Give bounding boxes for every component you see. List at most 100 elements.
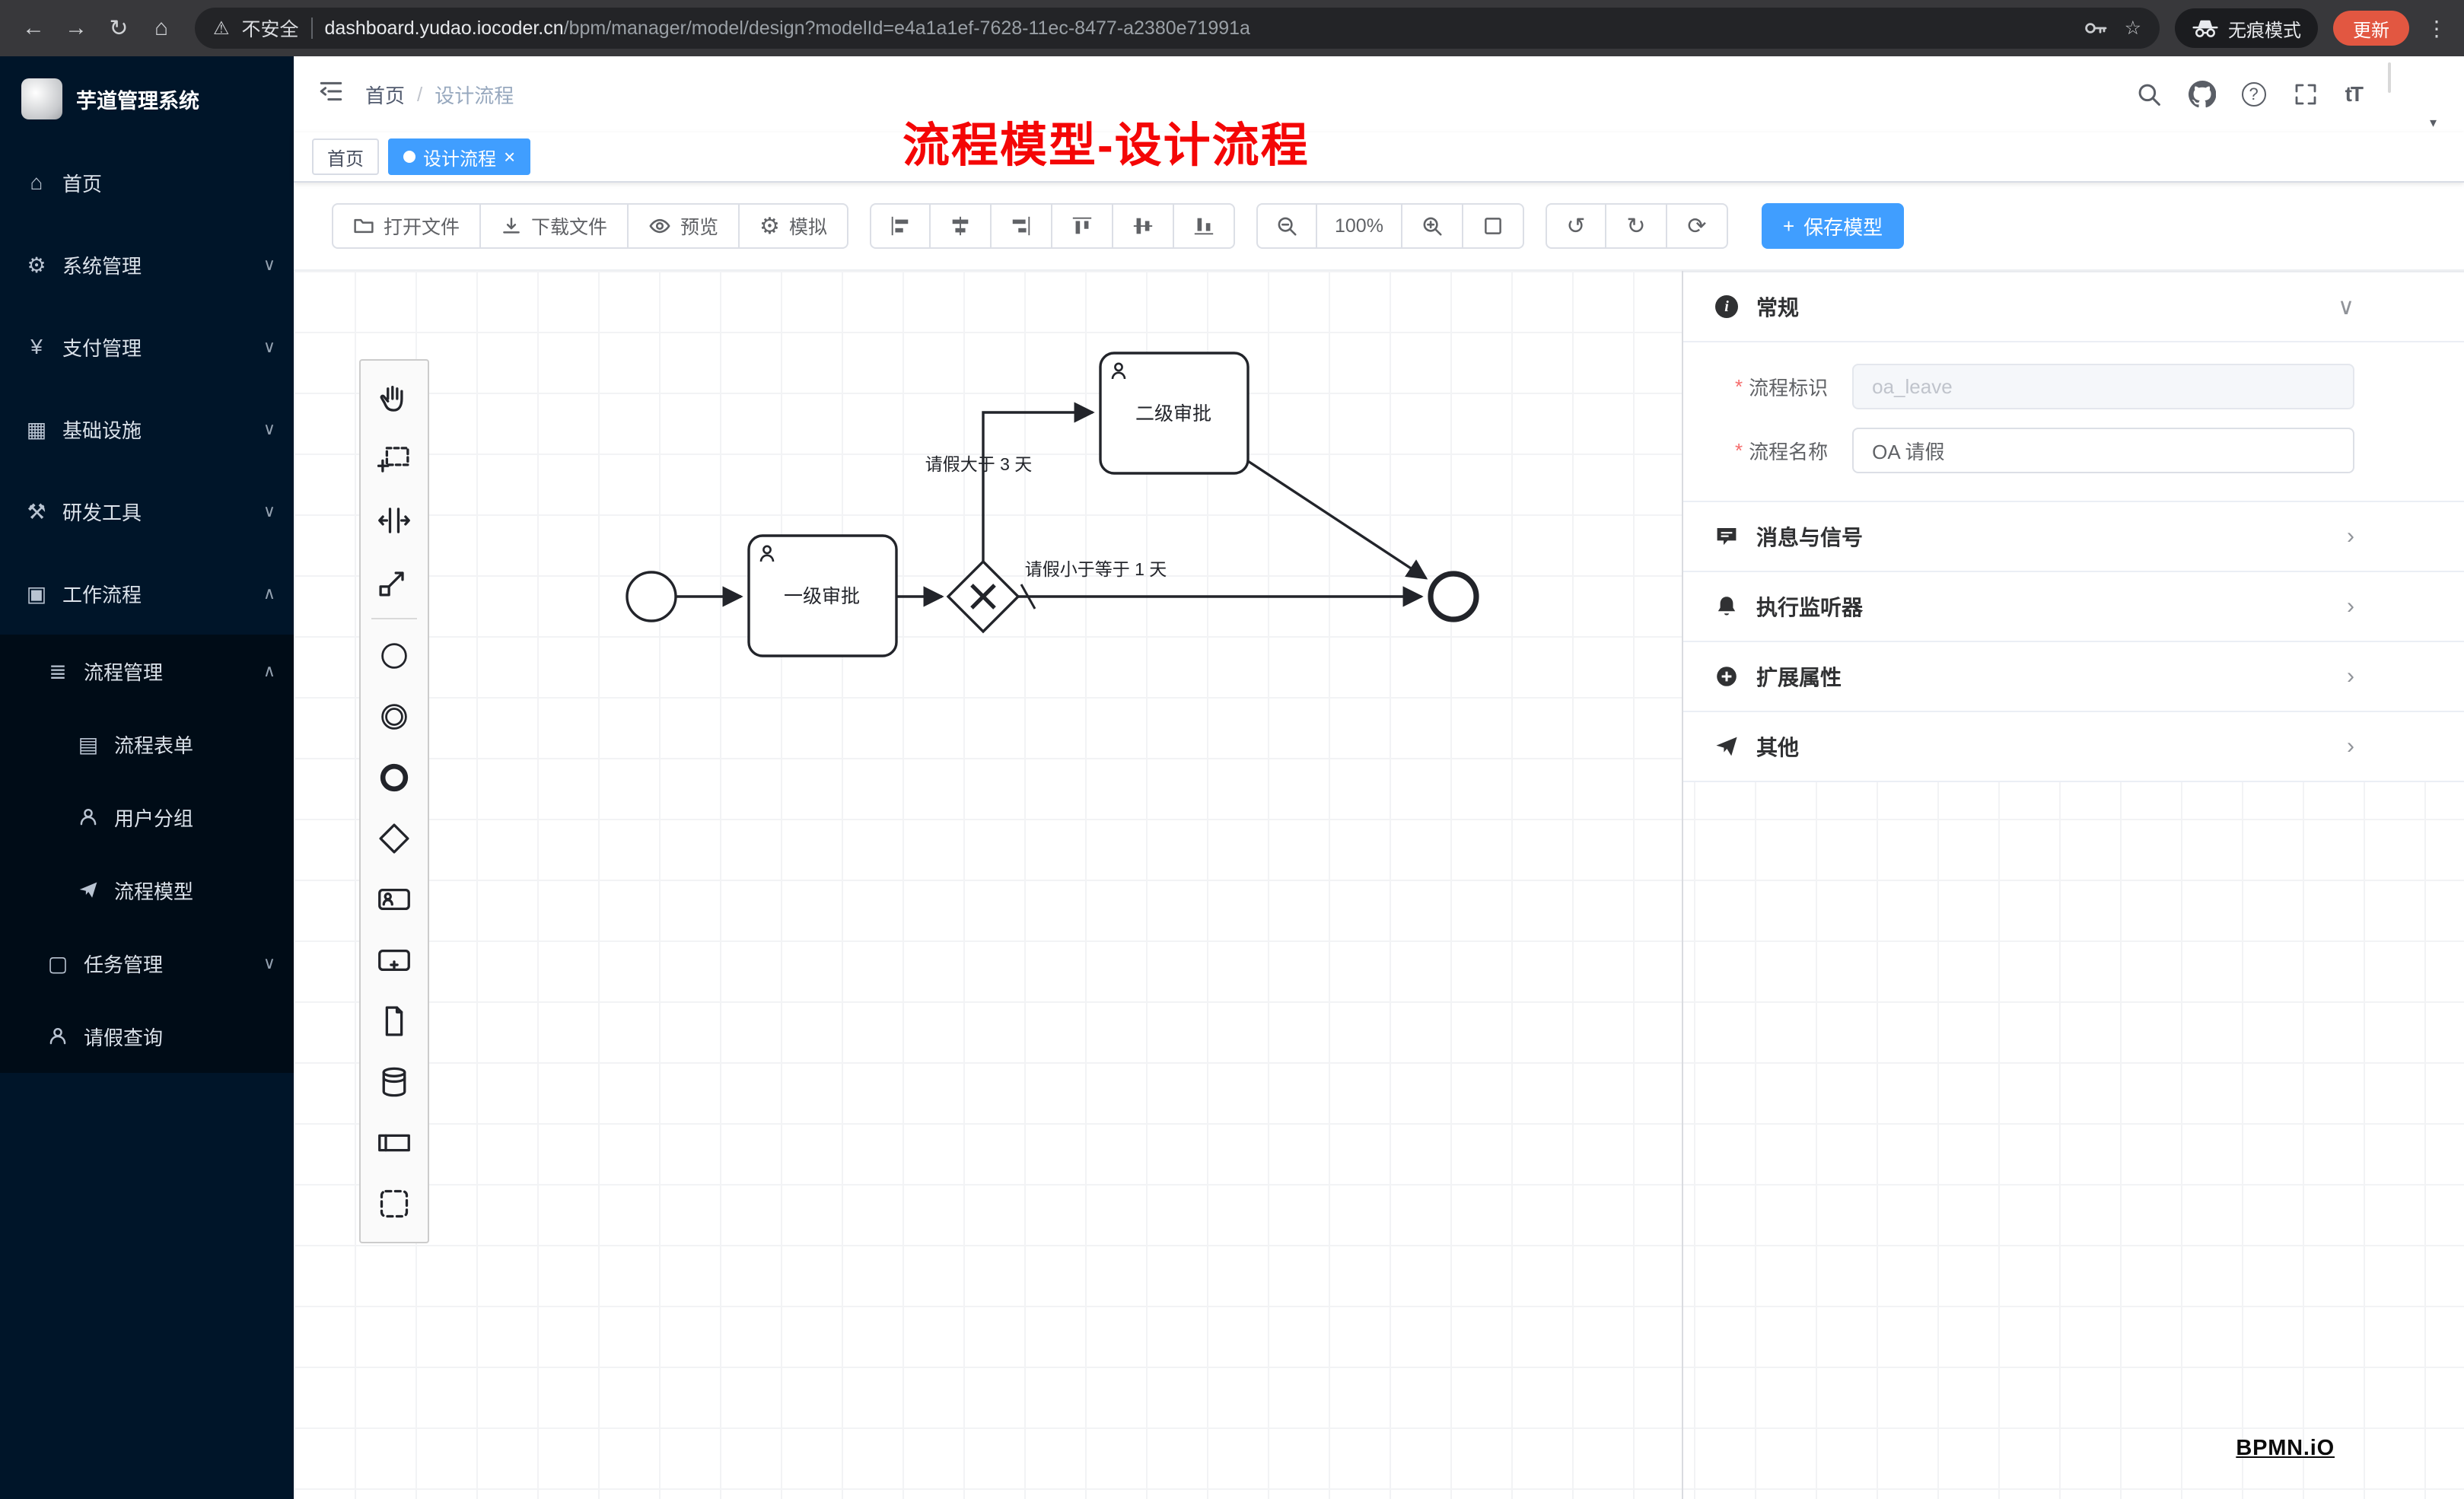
password-key-icon[interactable] bbox=[2082, 14, 2109, 42]
browser-update-button[interactable]: 更新 bbox=[2333, 11, 2409, 46]
annotation-text: 流程模型-设计流程 bbox=[903, 119, 1310, 172]
incognito-badge: 无痕模式 bbox=[2175, 8, 2318, 48]
sidebar-item-process-form[interactable]: ▤ 流程表单 bbox=[0, 708, 294, 781]
create-gateway[interactable] bbox=[365, 808, 423, 869]
sidebar-item-label: 系统管理 bbox=[62, 254, 142, 278]
user-menu[interactable]: ▾ bbox=[2388, 62, 2440, 130]
security-warning-icon[interactable]: ⚠ bbox=[213, 18, 230, 39]
required-asterisk: * bbox=[1735, 438, 1743, 462]
page-url[interactable]: dashboard.yudao.iocoder.cn/bpm/manager/m… bbox=[325, 18, 1250, 40]
section-extension-attrs[interactable]: 扩展属性 › bbox=[1683, 642, 2464, 712]
sidebar-item-process-mgmt[interactable]: ≣ 流程管理 ∧ bbox=[0, 635, 294, 708]
align-top-button[interactable] bbox=[1052, 203, 1113, 249]
align-bottom-button[interactable] bbox=[1173, 203, 1235, 249]
process-key-input[interactable] bbox=[1852, 364, 2354, 409]
process-key-field-row: * 流程标识 bbox=[1683, 355, 2464, 419]
redo-button[interactable]: ↻ bbox=[1606, 203, 1667, 249]
lasso-tool[interactable] bbox=[365, 429, 423, 490]
browser-menu-icon[interactable]: ⋮ bbox=[2426, 16, 2447, 40]
browser-reload-icon[interactable]: ↻ bbox=[109, 15, 129, 41]
create-data-object[interactable] bbox=[365, 991, 423, 1052]
sidebar-item-system-mgmt[interactable]: ⚙ 系统管理 ∨ bbox=[0, 224, 294, 306]
security-warning-label[interactable]: 不安全 bbox=[241, 19, 299, 40]
hand-tool[interactable] bbox=[365, 368, 423, 429]
browser-forward-icon[interactable]: → bbox=[65, 15, 88, 40]
sidebar-item-user-group[interactable]: 用户分组 bbox=[0, 781, 294, 854]
create-group[interactable] bbox=[365, 1173, 423, 1234]
process-name-input[interactable] bbox=[1852, 428, 2354, 473]
create-data-store[interactable] bbox=[365, 1052, 423, 1112]
fullscreen-icon[interactable] bbox=[2292, 81, 2319, 108]
chevron-right-icon: › bbox=[2347, 594, 2354, 619]
zoom-in-button[interactable] bbox=[1402, 203, 1463, 249]
search-icon[interactable] bbox=[2135, 81, 2163, 108]
tag-home[interactable]: 首页 bbox=[312, 138, 379, 175]
align-middle-button[interactable] bbox=[1113, 203, 1174, 249]
save-model-button[interactable]: + 保存模型 bbox=[1761, 203, 1905, 249]
simulate-button[interactable]: ⚙ 模拟 bbox=[740, 203, 848, 249]
flow-task2-to-end[interactable] bbox=[1247, 460, 1428, 580]
section-message-signal[interactable]: 消息与信号 › bbox=[1683, 502, 2464, 572]
active-dot bbox=[403, 151, 415, 163]
github-icon[interactable] bbox=[2188, 81, 2216, 108]
open-file-button[interactable]: 打开文件 bbox=[332, 203, 482, 249]
download-file-button[interactable]: 下载文件 bbox=[481, 203, 629, 249]
breadcrumb-home[interactable]: 首页 bbox=[365, 84, 406, 107]
sidebar-item-process-model[interactable]: 流程模型 bbox=[0, 854, 294, 927]
browser-home-icon[interactable]: ⌂ bbox=[154, 15, 169, 40]
sidebar-item-workflow[interactable]: ▣ 工作流程 ∧ bbox=[0, 552, 294, 635]
help-icon[interactable]: ? bbox=[2241, 82, 2266, 107]
address-bar[interactable]: ⚠ 不安全 dashboard.yudao.iocoder.cn/bpm/man… bbox=[195, 8, 2160, 49]
avatar[interactable] bbox=[2388, 62, 2391, 93]
paper-plane-icon bbox=[76, 880, 100, 901]
sidebar-item-task-mgmt[interactable]: ▢ 任务管理 ∨ bbox=[0, 927, 294, 1000]
sidebar-item-home[interactable]: ⌂ 首页 bbox=[0, 142, 294, 224]
chevron-right-icon: › bbox=[2347, 664, 2354, 689]
bpmn-io-logo[interactable]: BPMN.iO bbox=[2236, 1436, 2335, 1460]
chevron-down-icon: ∨ bbox=[263, 419, 275, 438]
sidebar-item-payment-mgmt[interactable]: ¥ 支付管理 ∨ bbox=[0, 306, 294, 388]
tag-design-process[interactable]: 设计流程 × bbox=[388, 138, 531, 175]
preview-button[interactable]: 预览 bbox=[629, 203, 740, 249]
section-general[interactable]: i 常规 ∨ bbox=[1683, 272, 2464, 342]
section-other[interactable]: 其他 › bbox=[1683, 712, 2464, 782]
create-user-task[interactable] bbox=[365, 869, 423, 930]
space-tool[interactable] bbox=[365, 490, 423, 551]
font-size-icon[interactable]: tT bbox=[2345, 82, 2364, 106]
sidebar-item-infrastructure[interactable]: ▦ 基础设施 ∨ bbox=[0, 388, 294, 470]
chevron-right-icon: › bbox=[2347, 734, 2354, 759]
create-end-event[interactable] bbox=[365, 747, 423, 808]
user-task-level2[interactable] bbox=[1099, 352, 1250, 475]
align-right-button[interactable] bbox=[991, 203, 1052, 249]
create-intermediate-event[interactable] bbox=[365, 686, 423, 747]
bpmn-canvas[interactable]: 一级审批 二级审批 请假大于 3 天 请假小于等于 1 天 bbox=[294, 271, 2464, 1499]
breadcrumb: 首页 / 设计流程 bbox=[365, 81, 514, 109]
flow-gateway-to-task2[interactable] bbox=[982, 402, 1095, 563]
bookmark-star-icon[interactable]: ☆ bbox=[2124, 18, 2141, 39]
chevron-down-icon: ∨ bbox=[263, 501, 275, 520]
workflow-icon: ▣ bbox=[26, 581, 47, 606]
end-event[interactable] bbox=[1428, 571, 1479, 622]
close-icon[interactable]: × bbox=[504, 145, 516, 168]
start-event[interactable] bbox=[626, 571, 677, 622]
section-execution-listener[interactable]: 执行监听器 › bbox=[1683, 572, 2464, 642]
create-subprocess[interactable] bbox=[365, 930, 423, 991]
gateway-x-icon bbox=[970, 584, 996, 609]
create-start-event[interactable] bbox=[365, 625, 423, 686]
user-task-level1[interactable] bbox=[747, 534, 898, 657]
sidebar-item-dev-tools[interactable]: ⚒ 研发工具 ∨ bbox=[0, 470, 294, 552]
sidebar-collapse-icon[interactable] bbox=[318, 78, 344, 110]
align-left-button[interactable] bbox=[869, 203, 931, 249]
undo-button[interactable]: ↺ bbox=[1545, 203, 1606, 249]
flow-condition-le-label: 请假小于等于 1 天 bbox=[1025, 559, 1167, 579]
browser-back-icon[interactable]: ← bbox=[22, 15, 45, 40]
yen-icon: ¥ bbox=[30, 335, 43, 358]
create-participant[interactable] bbox=[365, 1112, 423, 1173]
restart-button[interactable]: ⟳ bbox=[1667, 203, 1728, 249]
align-center-button[interactable] bbox=[930, 203, 992, 249]
app-logo-row[interactable]: 芋道管理系统 bbox=[0, 56, 294, 142]
global-connect-tool[interactable] bbox=[365, 551, 423, 612]
zoom-reset-button[interactable] bbox=[1463, 203, 1524, 249]
zoom-out-button[interactable] bbox=[1256, 203, 1317, 249]
sidebar-item-leave-query[interactable]: 请假查询 bbox=[0, 1000, 294, 1073]
